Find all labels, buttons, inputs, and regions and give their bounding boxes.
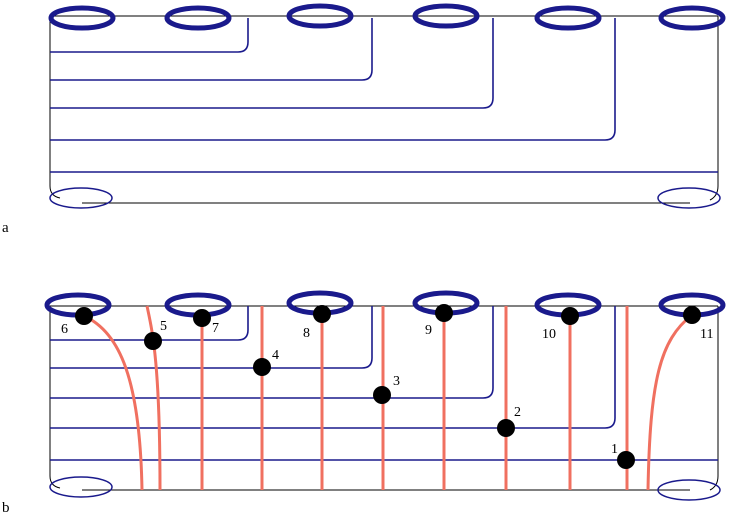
point-7 <box>193 309 211 327</box>
point-9 <box>435 304 453 322</box>
boundary-oval <box>48 5 116 31</box>
point-label: 1 <box>611 442 618 457</box>
boundary-oval <box>286 3 354 29</box>
point-labels-b: 6 5 7 4 8 3 9 2 10 1 11 <box>61 319 713 457</box>
boundary-oval <box>412 3 480 29</box>
panel-b: 6 5 7 4 8 3 9 2 10 1 11 b <box>2 290 726 515</box>
curve <box>50 18 249 53</box>
point-6 <box>75 307 93 325</box>
boundary-oval <box>657 479 721 501</box>
curve <box>50 306 616 429</box>
point-5 <box>144 332 162 350</box>
boundary-oval <box>49 187 113 209</box>
point-label: 9 <box>425 323 432 338</box>
bottom-boundaries-b <box>49 476 721 501</box>
curve <box>50 306 373 369</box>
curve <box>50 306 249 341</box>
point-1 <box>617 451 635 469</box>
point-label: 2 <box>514 405 521 420</box>
point-2 <box>497 419 515 437</box>
arcs-b <box>83 305 693 491</box>
point-label: 3 <box>393 374 400 389</box>
point-4 <box>253 358 271 376</box>
points-b <box>75 304 701 469</box>
point-11 <box>683 306 701 324</box>
arc <box>83 314 144 491</box>
panel-label-b: b <box>2 500 10 515</box>
arc <box>145 305 162 491</box>
point-label: 6 <box>61 322 68 337</box>
point-label: 4 <box>272 348 279 363</box>
bottom-boundaries-a <box>49 187 721 209</box>
point-label: 8 <box>303 326 310 341</box>
point-label: 5 <box>160 319 167 334</box>
boundary-oval <box>658 5 726 31</box>
panel-a: a <box>2 3 726 236</box>
boundary-oval <box>534 5 602 31</box>
point-10 <box>561 307 579 325</box>
boundary-oval <box>49 476 113 498</box>
curve <box>50 306 494 399</box>
boundary-oval <box>657 187 721 209</box>
point-3 <box>373 386 391 404</box>
point-label: 11 <box>700 327 713 342</box>
curve <box>50 18 616 141</box>
point-label: 7 <box>212 321 219 336</box>
panel-label-a: a <box>2 220 9 236</box>
point-label: 10 <box>542 327 556 342</box>
boundary-oval <box>164 5 232 31</box>
point-8 <box>313 305 331 323</box>
surface-outline-a <box>49 15 719 204</box>
curve <box>50 18 494 109</box>
top-boundaries-a <box>48 3 726 31</box>
arc <box>646 313 693 491</box>
curve <box>50 18 373 81</box>
curves-a <box>50 18 718 173</box>
